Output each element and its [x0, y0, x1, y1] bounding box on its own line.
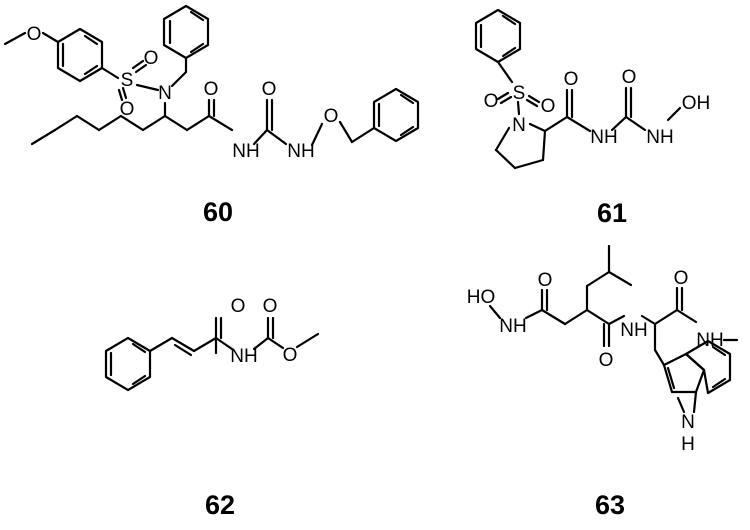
atom-label: O	[231, 296, 246, 317]
atom-label: O	[484, 91, 499, 112]
compound-label: 63	[595, 490, 625, 520]
atom-label: NH	[620, 320, 647, 341]
compound-62: O O NH O 62	[104, 296, 320, 520]
compound-63: O HO NH O NH O NH N H 63	[467, 244, 739, 520]
atom-label: O	[283, 345, 298, 366]
compound-label: 62	[205, 490, 235, 520]
atom-label: O	[564, 69, 579, 90]
atom-label: O	[144, 48, 159, 69]
atom-label: O	[27, 24, 42, 45]
atom-label: NH	[287, 141, 314, 162]
atom-label: NH	[230, 346, 257, 367]
atom-label: O	[622, 67, 637, 88]
atom-label: OH	[682, 93, 711, 114]
atom-label: O	[674, 268, 689, 289]
atom-label: S	[513, 83, 526, 104]
atom-label: N	[681, 412, 695, 433]
compound-61: S O O N O O NH NH OH 61	[474, 8, 711, 228]
atom-label: O	[541, 96, 556, 117]
compound-60: O S O O N O O NH NH O 60	[3, 4, 420, 227]
atom-label: O	[263, 296, 278, 317]
atom-label: H	[681, 434, 695, 455]
atom-label: NH	[590, 127, 617, 148]
compound-label: 60	[203, 197, 233, 227]
atom-label: O	[262, 79, 277, 100]
atom-label: NH	[696, 330, 723, 351]
atom-label: NH	[499, 316, 526, 337]
atom-label: O	[538, 270, 553, 291]
atom-label: S	[121, 70, 134, 91]
atom-label: O	[599, 350, 614, 371]
compound-label: 61	[597, 198, 627, 228]
atom-label: N	[158, 83, 172, 104]
atom-label: O	[324, 106, 339, 127]
atom-label: N	[512, 115, 526, 136]
atom-label: O	[120, 99, 135, 120]
atom-label: NH	[232, 141, 259, 162]
atom-label: O	[204, 79, 219, 100]
atom-label: NH	[646, 127, 673, 148]
atom-label: HO	[467, 287, 496, 308]
